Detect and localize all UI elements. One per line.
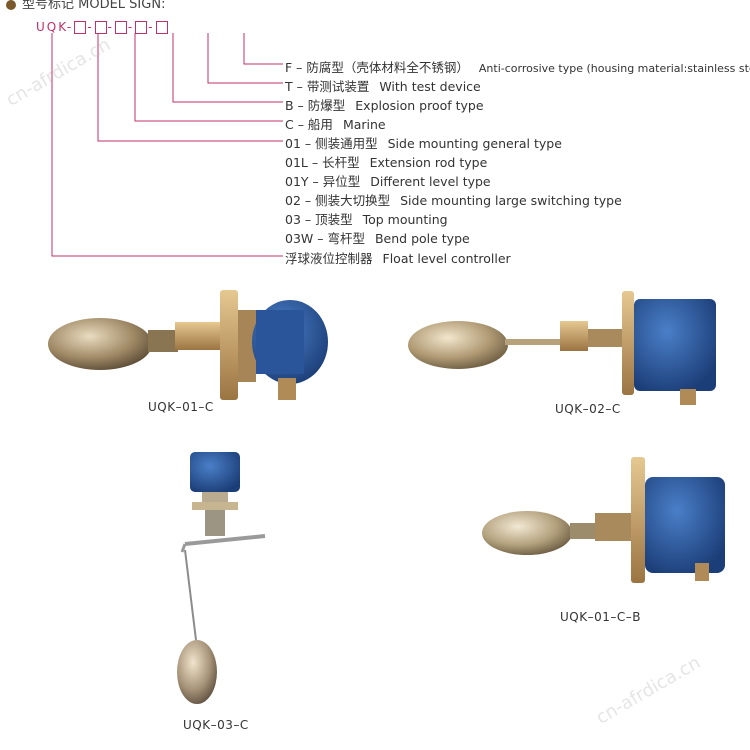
code-box-5 <box>155 21 168 34</box>
entry-code: 01L – 长杆型 <box>285 155 360 170</box>
entry-en: Float level controller <box>382 251 511 266</box>
product-caption: UQK–01–C <box>148 400 214 414</box>
model-code: UQK----- <box>36 20 169 34</box>
entry-code: B – 防爆型 <box>285 98 346 113</box>
entry-en: Different level type <box>370 174 491 189</box>
legend-entry-float: 浮球液位控制器 Float level controller <box>285 248 511 267</box>
section-title: 型号标记 MODEL SIGN: <box>6 0 165 12</box>
entry-code: F – 防腐型（壳体材料全不锈钢） <box>285 60 469 75</box>
entry-en: Marine <box>342 117 386 132</box>
entry-code: 01Y – 异位型 <box>285 174 361 189</box>
code-sep: - <box>66 20 74 34</box>
legend-entry-b: B – 防爆型 Explosion proof type <box>285 95 484 114</box>
entry-code: T – 带测试装置 <box>285 79 370 94</box>
code-sep: - <box>148 20 155 34</box>
legend-entry-03w: 03W – 弯杆型 Bend pole type <box>285 228 470 247</box>
code-box-3 <box>114 21 127 34</box>
legend-entry-02: 02 – 侧装大切换型 Side mounting large switching… <box>285 190 622 209</box>
product-image-uqk-01-c <box>48 290 328 400</box>
connector-lines <box>51 33 283 257</box>
entry-code: 浮球液位控制器 <box>285 251 373 266</box>
legend-entry-01y: 01Y – 异位型 Different level type <box>285 171 491 190</box>
product-image-uqk-01-c-b <box>482 457 725 583</box>
code-box-1 <box>74 21 87 34</box>
code-sep: - <box>127 20 135 34</box>
entry-code: 02 – 侧装大切换型 <box>285 193 391 208</box>
entry-en: Side mounting general type <box>387 136 562 151</box>
legend-entry-c: C – 船用 Marine <box>285 114 386 133</box>
bullet-icon <box>6 0 16 10</box>
product-caption: UQK–03–C <box>183 718 249 732</box>
product-caption: UQK–02–C <box>555 402 621 416</box>
entry-code: 03 – 顶装型 <box>285 212 353 227</box>
code-prefix: UQK <box>36 20 67 34</box>
code-box-4 <box>135 21 148 34</box>
entry-en: Extension rod type <box>369 155 488 170</box>
code-sep: - <box>87 20 94 34</box>
legend-entry-03: 03 – 顶装型 Top mounting <box>285 209 448 228</box>
product-image-uqk-02-c <box>408 291 716 405</box>
entry-en: Top mounting <box>362 212 448 227</box>
legend-entry-t: T – 带测试装置 With test device <box>285 76 481 95</box>
entry-code: C – 船用 <box>285 117 333 132</box>
legend-entry-f: F – 防腐型（壳体材料全不锈钢） Anti-corrosive type (ho… <box>285 57 750 76</box>
watermark-text: cn-afrdica.cn <box>592 652 705 729</box>
section-title-text: 型号标记 MODEL SIGN: <box>22 0 166 12</box>
entry-code: 03W – 弯杆型 <box>285 231 365 246</box>
entry-en: Side mounting large switching type <box>400 193 622 208</box>
code-sep: - <box>107 20 114 34</box>
legend-entry-01: 01 – 侧装通用型 Side mounting general type <box>285 133 562 152</box>
code-box-2 <box>94 21 107 34</box>
product-caption: UQK–01–C–B <box>560 610 641 624</box>
entry-en: Anti-corrosive type (housing material:st… <box>478 62 750 75</box>
entry-en: With test device <box>379 79 481 94</box>
entry-en: Explosion proof type <box>355 98 484 113</box>
legend-entry-01l: 01L – 长杆型 Extension rod type <box>285 152 487 171</box>
product-image-uqk-03-c <box>177 452 266 704</box>
entry-code: 01 – 侧装通用型 <box>285 136 378 151</box>
entry-en: Bend pole type <box>374 231 470 246</box>
